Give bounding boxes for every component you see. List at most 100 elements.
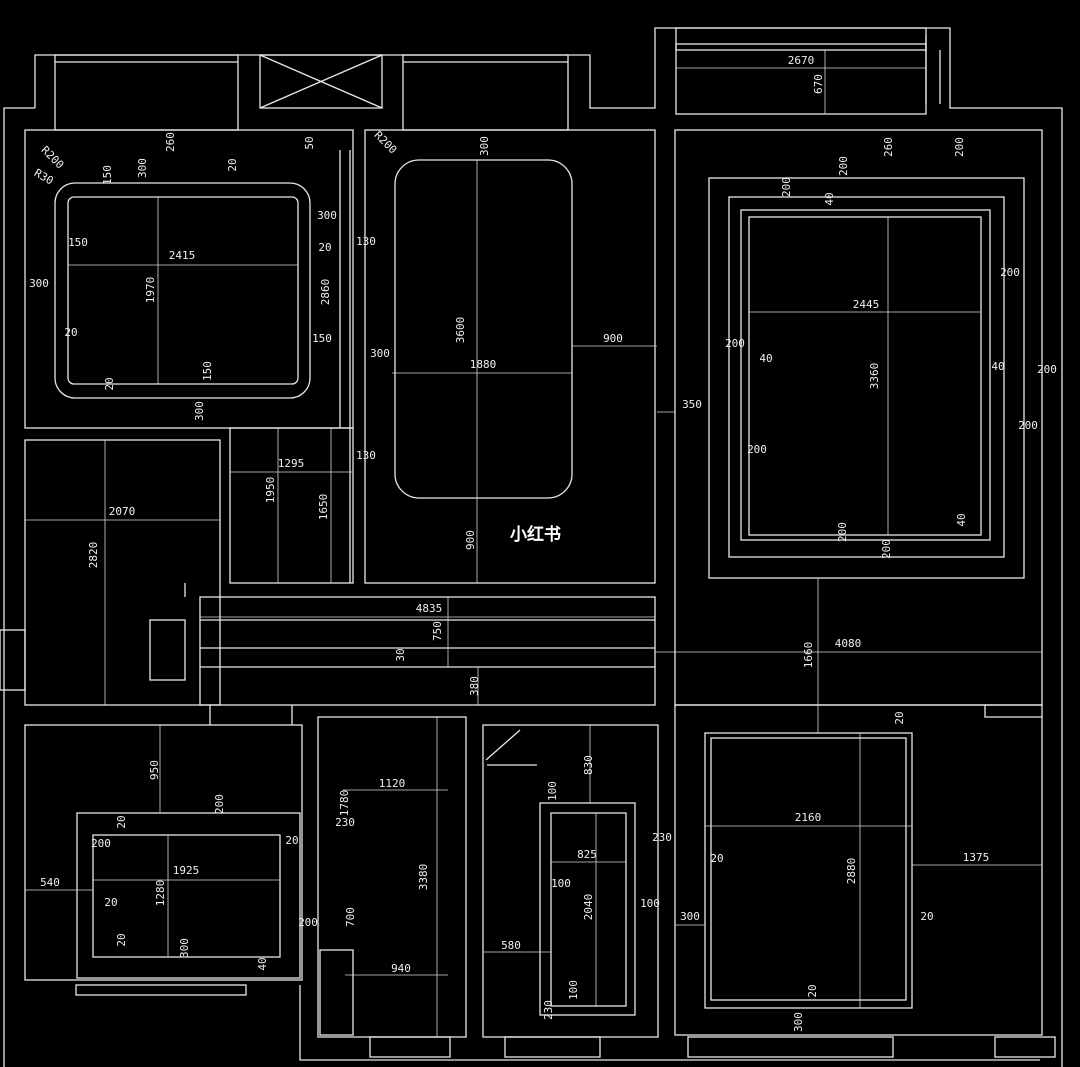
wall-rect — [674, 129, 1043, 706]
dimension-label: 150 — [68, 236, 88, 249]
dimension-label: 150 — [101, 165, 114, 185]
dimension-label: 20 — [104, 896, 117, 909]
wall-line — [485, 729, 521, 761]
wall-rect — [710, 737, 907, 1001]
wall-rect — [54, 182, 311, 399]
dimension-label: R30 — [32, 166, 56, 187]
dimension-label: 260 — [882, 137, 895, 157]
wall-rect — [92, 834, 281, 958]
wall-rect — [675, 27, 927, 115]
wall-rect — [550, 812, 627, 1007]
dimension-label: 1950 — [264, 477, 277, 504]
dimension-label: 20 — [226, 158, 239, 171]
dimension-label: R200 — [372, 129, 400, 157]
dimension-label: 1780 — [338, 790, 351, 817]
dimension-label: 20 — [64, 326, 77, 339]
dimension-label: 1925 — [173, 864, 200, 877]
dimension-label: 2040 — [582, 894, 595, 921]
wall-rect — [675, 43, 927, 51]
dimension-label: 2445 — [853, 298, 880, 311]
wall-rect — [149, 619, 186, 681]
wall-rect — [76, 812, 301, 979]
dimension-label: 580 — [501, 939, 521, 952]
dimension-label: 40 — [991, 360, 1004, 373]
dimension-label: 20 — [806, 984, 819, 997]
wall-rect — [394, 159, 573, 499]
wall-rect — [704, 732, 913, 1009]
dimension-label: 150 — [201, 361, 214, 381]
dimension-label: 300 — [478, 136, 491, 156]
dimension-label: 300 — [136, 158, 149, 178]
walls-layer — [0, 27, 1063, 1067]
wall-rect — [994, 1036, 1056, 1058]
dimension-label: 50 — [303, 136, 316, 149]
wall-rect — [402, 54, 569, 131]
dimension-label: 1120 — [379, 777, 406, 790]
dimension-label: 2880 — [845, 858, 858, 885]
dimension-label: 200 — [91, 837, 111, 850]
dimension-label: 950 — [148, 760, 161, 780]
dimension-label: 100 — [546, 781, 559, 801]
dimension-label: 200 — [953, 137, 966, 157]
dimension-label: 200 — [298, 916, 318, 929]
wall-rect — [24, 724, 303, 981]
dimension-label: 540 — [40, 876, 60, 889]
wall-rect — [369, 1036, 451, 1058]
dimension-label: 300 — [370, 347, 390, 360]
dimension-label: 200 — [837, 156, 850, 176]
dimension-label: 2820 — [87, 542, 100, 569]
dimension-label: 2070 — [109, 505, 136, 518]
dimension-label: 40 — [955, 513, 968, 526]
dimension-label: 1880 — [470, 358, 497, 371]
wall-line — [984, 705, 1042, 718]
dimension-label: 130 — [356, 449, 376, 462]
wall-rect — [24, 439, 221, 706]
dimension-label: 20 — [115, 933, 128, 946]
wall-line — [259, 54, 383, 109]
dimension-label: 750 — [431, 621, 444, 641]
dimension-label: 200 — [780, 177, 793, 197]
dimension-label: 230 — [335, 816, 355, 829]
wall-rect — [674, 704, 1043, 1036]
dimension-lines-layer — [25, 50, 1042, 1037]
wall-rect — [748, 216, 982, 536]
wall-rect — [728, 196, 1005, 558]
dimension-label: 2860 — [319, 279, 332, 306]
wall-rect — [504, 1036, 601, 1058]
dimension-label: 200 — [880, 539, 893, 559]
dimension-label: 2670 — [788, 54, 815, 67]
wall-rect — [317, 716, 467, 1038]
dimension-label: 940 — [391, 962, 411, 975]
dimension-label: 200 — [725, 337, 745, 350]
wall-line — [299, 985, 1040, 1061]
wall-line — [34, 27, 1063, 1067]
watermark-text: 小红书 — [510, 524, 561, 545]
dimension-label: 700 — [344, 907, 357, 927]
dimension-label: 2415 — [169, 249, 196, 262]
dimension-label: 350 — [682, 398, 702, 411]
dimension-label: 670 — [812, 74, 825, 94]
dimension-label: 100 — [567, 980, 580, 1000]
dimension-label: 40 — [823, 192, 836, 205]
dimension-label: 300 — [680, 910, 700, 923]
dimension-label: 20 — [920, 910, 933, 923]
dimension-label: 300 — [792, 1012, 805, 1032]
dimension-label: 230 — [652, 831, 672, 844]
dimension-label: 200 — [1000, 266, 1020, 279]
dimension-label: 300 — [317, 209, 337, 222]
dimension-label: 3360 — [868, 363, 881, 390]
dimension-label: 20 — [318, 241, 331, 254]
dimension-label: 200 — [836, 522, 849, 542]
wall-rect — [199, 596, 656, 706]
dimension-label: 300 — [178, 938, 191, 958]
dimension-label: 830 — [582, 755, 595, 775]
dimension-label: 825 — [577, 848, 597, 861]
dimension-label: 1970 — [144, 277, 157, 304]
dimension-label: 20 — [710, 852, 723, 865]
dimension-label: 1660 — [802, 642, 815, 669]
wall-rect — [740, 209, 991, 541]
dimension-label: 3600 — [454, 317, 467, 344]
dimension-label: 20 — [893, 711, 906, 724]
